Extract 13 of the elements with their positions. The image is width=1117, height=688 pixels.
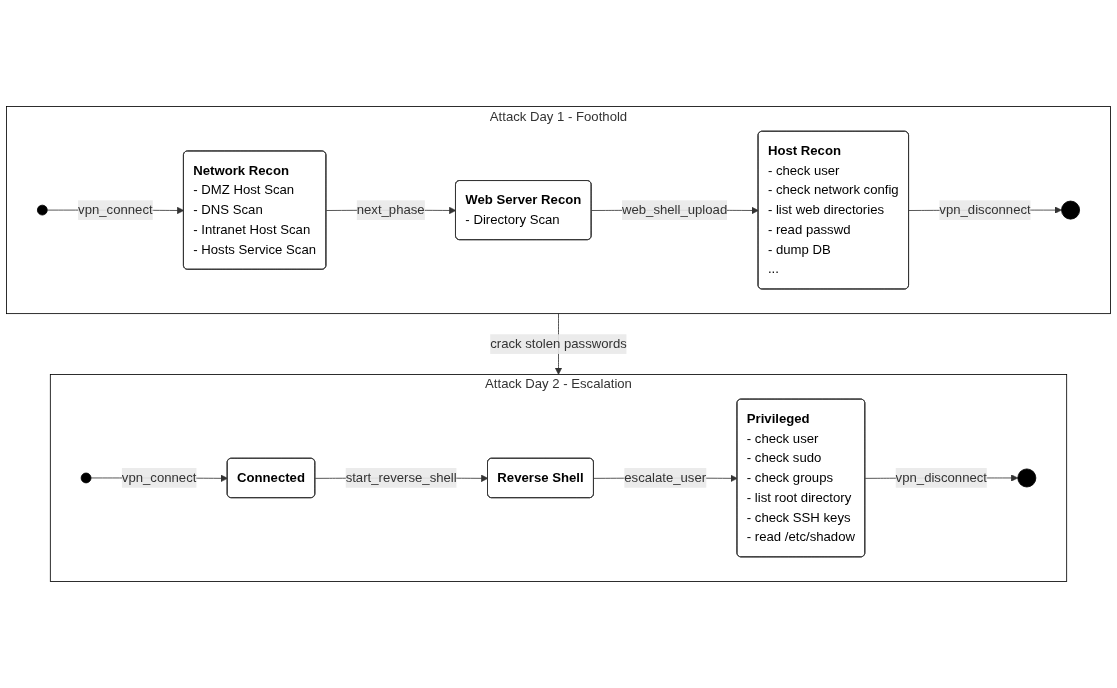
edge-label: start_reverse_shell: [345, 470, 457, 485]
node-circle: [80, 472, 92, 484]
edge-label: escalate_user: [624, 470, 707, 485]
edge-label: vpn_disconnect: [939, 202, 1031, 217]
edge-label: web_shell_upload: [621, 202, 728, 217]
edge-label: vpn_connect: [121, 470, 197, 485]
node-bullseye: [1017, 468, 1037, 488]
node-circle: [37, 204, 48, 216]
edge-label: next_phase: [356, 202, 425, 217]
edge-label: crack stolen passwords: [490, 336, 627, 351]
edge-label: vpn_disconnect: [895, 470, 987, 485]
node-bullseye: [1061, 200, 1080, 220]
edge-label: vpn_connect: [78, 202, 153, 217]
